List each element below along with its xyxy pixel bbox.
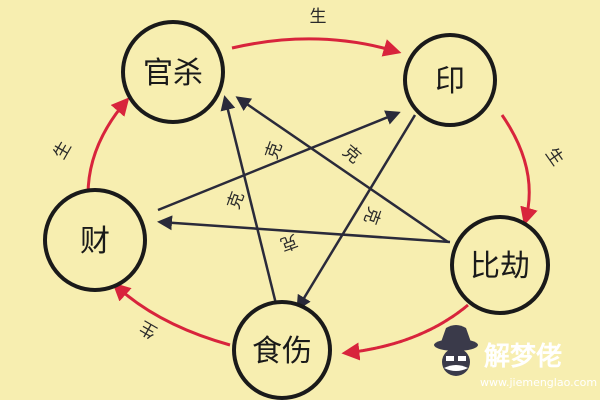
label-shishang-to-cai: 生 (136, 316, 161, 342)
detective-hat-mustache-icon (434, 325, 478, 376)
node-cai-label: 财 (80, 224, 110, 259)
arrow-bijie-to-shishang (341, 303, 469, 361)
arrow-cai-to-yin (157, 110, 401, 212)
control-label-1: 克 (262, 139, 287, 162)
node-shishang-label: 食伤 (252, 334, 312, 369)
watermark-brand: 解梦佬 (484, 342, 562, 372)
node-bijie-label: 比劫 (470, 249, 530, 284)
node-guansha: 官杀 (121, 20, 225, 124)
arrow-cai-to-guansha (86, 97, 130, 196)
label-guansha-to-yin: 生 (310, 7, 327, 27)
control-label-2: 克 (224, 189, 249, 212)
watermark-url: www.jiemenglao.com (480, 376, 597, 389)
node-yin: 印 (403, 33, 497, 127)
control-label-4: 克 (359, 204, 384, 227)
arrow-bijie-to-guansha (235, 96, 449, 244)
node-guansha-label: 官杀 (143, 56, 203, 91)
node-shishang: 食伤 (232, 300, 332, 400)
control-label-5: 克 (277, 230, 300, 255)
arrow-yin-to-bijie (500, 114, 538, 226)
watermark: 解梦佬 www.jiemenglao.com (434, 325, 597, 389)
arrow-bijie-to-cai (157, 215, 451, 244)
node-cai: 财 (43, 188, 147, 292)
label-cai-to-guansha: 生 (50, 138, 76, 163)
label-yin-to-bijie: 生 (541, 144, 567, 169)
arrow-guansha-to-shishang (225, 122, 298, 308)
arrow-shishang-to-cai (112, 282, 231, 347)
arrow-yin-to-shishang (296, 114, 417, 311)
node-bijie: 比劫 (450, 215, 550, 315)
arrow-guansha-to-yin (231, 37, 402, 57)
arrow-shishang-to-guansha (220, 95, 280, 313)
control-label-3: 克 (338, 142, 364, 168)
node-yin-label: 印 (435, 64, 465, 99)
